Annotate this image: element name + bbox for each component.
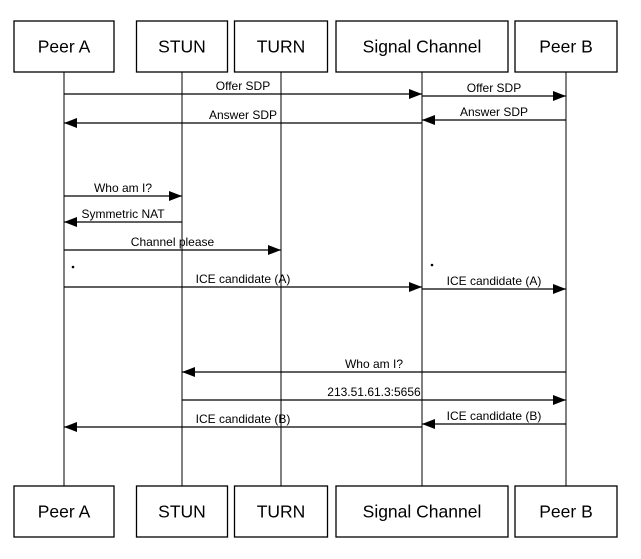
actor-label-bottom-peer-b: Peer B [539,502,593,522]
message-label-ice-candidate-a-1: ICE candidate (A) [196,272,291,286]
actor-box-bottom-peer-a [13,485,115,538]
actor-box-bottom-signal-channel [335,485,509,538]
message-arrowhead-answer-sdp-1 [422,115,435,125]
actor-box-top-stun [135,20,229,73]
actor-box-bottom-peer-b [514,485,618,538]
actor-label-top-peer-b: Peer B [539,37,593,57]
actor-label-bottom-turn: TURN [257,502,306,522]
message-label-symmetric-nat: Symmetric NAT [81,207,165,221]
message-label-channel-please: Channel please [131,235,215,249]
message-arrowhead-who-am-i-a [169,191,182,201]
message-arrowhead-symmetric-nat [64,217,77,227]
message-label-stun-address: 213.51.61.3:5656 [327,385,421,399]
actor-label-bottom-stun: STUN [158,502,206,522]
actor-box-top-peer-a [13,20,115,73]
stray-dot-1 [71,265,75,269]
message-arrowhead-ice-candidate-a-1 [409,282,422,292]
actor-box-top-turn [233,20,329,73]
message-arrowhead-who-am-i-b [182,367,195,377]
message-label-offer-sdp-1: Offer SDP [216,79,270,93]
message-label-answer-sdp-2: Answer SDP [209,108,277,122]
message-arrowhead-channel-please [268,245,281,255]
actor-label-top-signal-channel: Signal Channel [363,37,482,57]
message-label-who-am-i-b: Who am I? [345,357,403,371]
message-arrowhead-ice-candidate-a-2 [553,284,566,294]
actor-label-top-turn: TURN [257,37,306,57]
actor-label-top-stun: STUN [158,37,206,57]
actor-box-bottom-stun [135,485,229,538]
stray-dot-2 [430,263,434,267]
message-arrowhead-offer-sdp-1 [409,89,422,99]
message-label-who-am-i-a: Who am I? [94,181,152,195]
message-label-ice-candidate-a-2: ICE candidate (A) [447,274,542,288]
message-arrowhead-offer-sdp-2 [553,91,566,101]
actor-label-bottom-peer-a: Peer A [38,502,91,522]
actor-label-top-peer-a: Peer A [38,37,91,57]
message-arrowhead-ice-candidate-b-2 [64,422,77,432]
message-label-ice-candidate-b-2: ICE candidate (B) [196,412,291,426]
message-label-ice-candidate-b-1: ICE candidate (B) [447,409,542,423]
message-label-answer-sdp-1: Answer SDP [460,105,528,119]
actor-box-top-peer-b [514,20,618,73]
actor-label-bottom-signal-channel: Signal Channel [363,502,482,522]
actor-box-bottom-turn [233,485,329,538]
actor-box-top-signal-channel [335,20,509,73]
message-label-offer-sdp-2: Offer SDP [467,81,521,95]
message-arrowhead-stun-address [553,395,566,405]
message-arrowhead-answer-sdp-2 [64,118,77,128]
message-arrowhead-ice-candidate-b-1 [422,419,435,429]
